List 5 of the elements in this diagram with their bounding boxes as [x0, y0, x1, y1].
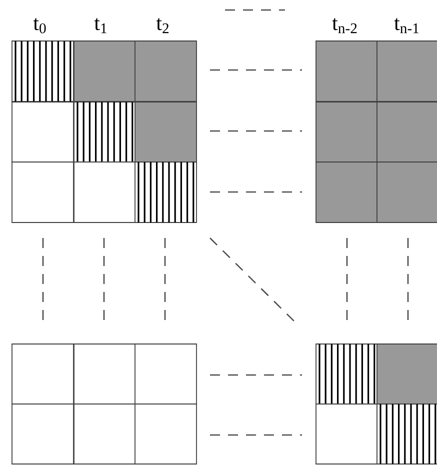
column-label: t$_{2}$ [156, 18, 169, 34]
column-label: t$_{1}$ [94, 18, 106, 34]
column-label: t$_{0}$ [33, 18, 46, 34]
column-label: t$_{n-1}$ [394, 18, 419, 34]
column-label: t$_{n-2}$ [332, 18, 357, 34]
